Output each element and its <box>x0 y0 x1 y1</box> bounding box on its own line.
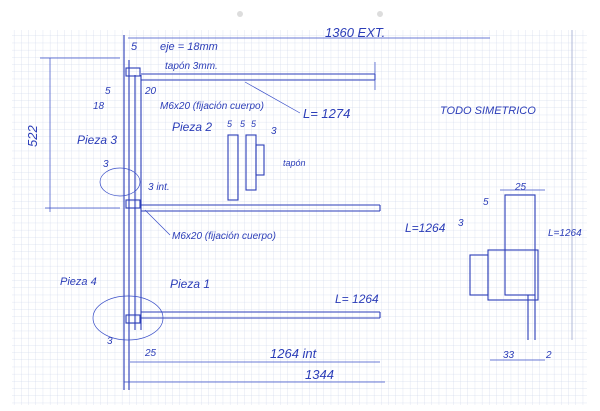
dim-3: 3 <box>103 159 109 170</box>
top-offset-label: 5 <box>131 41 138 53</box>
grid-paper <box>12 30 587 405</box>
bottom-dim-3: 3 <box>107 336 113 347</box>
cap-label: tapón 3mm. <box>165 61 218 72</box>
outer-width-label: 1344 <box>305 367 334 382</box>
joint-detail <box>469 189 545 361</box>
inner-width-label: 1264 int <box>270 346 318 361</box>
piece-3-label: Pieza 3 <box>77 133 117 147</box>
detail-circle <box>99 167 141 197</box>
piece-1-label: Pieza 1 <box>170 277 210 291</box>
piece-2-label: Pieza 2 <box>172 120 212 134</box>
section-detail <box>227 134 265 201</box>
dim-3-int: 3 int. <box>148 182 170 193</box>
detail-dim-33: 33 <box>503 350 515 361</box>
section-dim: 5 <box>240 119 246 129</box>
overall-dimension: 1360 EXT. <box>128 25 490 40</box>
section-dim: 5 <box>251 119 257 129</box>
bottom-bar <box>141 311 381 319</box>
top-bar-length: L= 1274 <box>303 106 350 121</box>
detail-dim-5: 5 <box>483 197 489 208</box>
detail-dim-2: 2 <box>545 350 552 361</box>
top-bar <box>141 62 376 90</box>
middle-bar-length: L=1264 <box>405 221 446 235</box>
piece-4-label: Pieza 4 <box>60 276 97 288</box>
middle-bar <box>45 204 381 212</box>
height-dimension: 522 <box>25 57 120 212</box>
punch-hole <box>377 11 383 17</box>
overall-width-label: 1360 EXT. <box>325 25 385 40</box>
detail-bar-length: L=1264 <box>548 228 582 239</box>
punch-hole <box>237 11 243 17</box>
detail-dim-25: 25 <box>514 182 527 193</box>
detail-circle <box>92 295 164 341</box>
axis-label: eje = 18mm <box>160 41 218 53</box>
bolt-upper-label: M6x20 (fijación cuerpo) <box>160 101 264 112</box>
height-label: 522 <box>25 125 40 147</box>
dim-20: 20 <box>144 86 157 97</box>
detail-dim-3: 3 <box>458 218 464 229</box>
dim-18: 18 <box>93 101 105 112</box>
section-dim: 5 <box>227 119 233 129</box>
bottom-dim-25: 25 <box>144 348 157 359</box>
vertical-post <box>123 35 142 390</box>
bottom-bar-length: L= 1264 <box>335 292 379 306</box>
section-cap-label: tapón <box>283 158 306 168</box>
symmetric-note: TODO SIMETRICO <box>440 105 536 117</box>
bolt-lower-label: M6x20 (fijación cuerpo) <box>172 231 276 242</box>
section-dim: 3 <box>271 126 277 137</box>
dim-5: 5 <box>105 86 111 97</box>
